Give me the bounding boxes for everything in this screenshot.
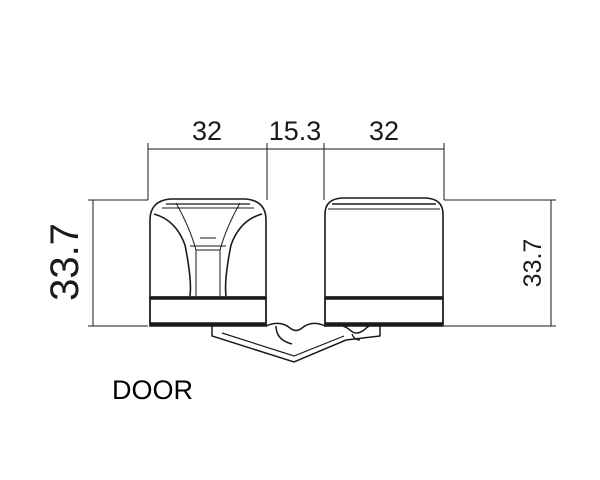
dimension-width-right: 32 [369, 116, 399, 146]
dimension-height-right: 33.7 [519, 239, 547, 288]
left-height-dimension-lines [88, 199, 148, 327]
horizontal-dimension-lines [147, 143, 445, 200]
door-label: DOOR [112, 375, 193, 405]
right-hinge-body [324, 197, 444, 327]
hinge-linkage [211, 322, 381, 363]
dimension-gap: 15.3 [269, 116, 322, 146]
dimension-height-left: 33.7 [43, 223, 87, 301]
left-hinge-body [149, 198, 267, 327]
right-height-dimension-lines [444, 199, 556, 327]
dimension-width-left: 32 [192, 116, 222, 146]
